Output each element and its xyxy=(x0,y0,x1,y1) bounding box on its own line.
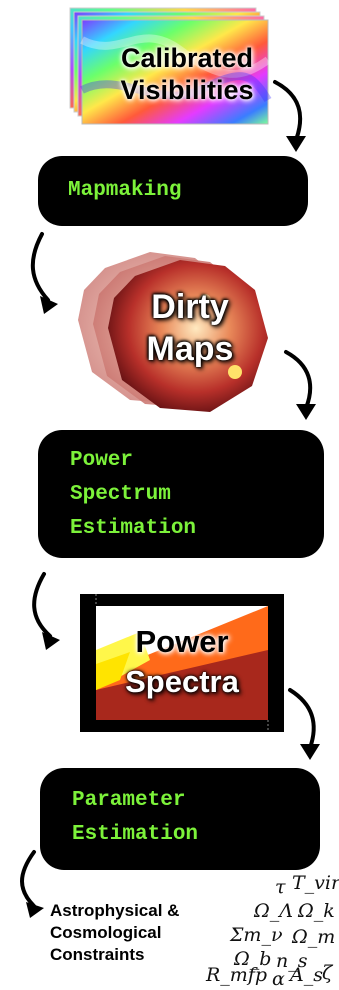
power-spectrum-estimation-line-1: Power xyxy=(70,449,134,472)
calibrated-visibilities-label: Calibrated Visibilities xyxy=(92,42,282,106)
arrow-dirty-maps-to-spectrum-estimation xyxy=(284,350,313,410)
param-zeta: ζ xyxy=(322,962,333,984)
arrowhead-2 xyxy=(40,296,58,314)
param-tau: τ xyxy=(275,876,286,898)
power-spectra-label: Power Spectra xyxy=(96,622,268,702)
arrowhead-3 xyxy=(296,404,316,420)
param-omega-m: Ω_m xyxy=(292,926,336,948)
power-spectra-line-2: Spectra xyxy=(125,664,239,699)
parameter-estimation-line-2: Estimation xyxy=(72,823,199,846)
arrowhead-5 xyxy=(300,744,320,760)
param-sum-m-nu: Σm_ν xyxy=(230,924,283,946)
param-r-mfp: R_mfp xyxy=(206,964,268,986)
dirty-maps-line-1: Dirty xyxy=(151,288,229,326)
parameter-estimation-box: Parameter Estimation xyxy=(40,768,320,870)
param-t-vir: T_vir xyxy=(292,872,339,894)
arrow-parameter-estimation-to-constraints xyxy=(20,850,36,908)
arrow-visibilities-to-mapmaking xyxy=(273,80,303,142)
param-n-s: n_s xyxy=(276,950,308,972)
param-omega-k: Ω_k xyxy=(298,900,335,922)
power-spectrum-estimation-box: Power Spectrum Estimation xyxy=(38,430,324,558)
dirty-maps-image-stack xyxy=(78,252,268,412)
calibrated-visibilities-line-1: Calibrated xyxy=(120,43,254,73)
arrow-mapmaking-to-dirty-maps xyxy=(30,232,50,302)
constraints-line-1: Astrophysical & xyxy=(50,901,180,920)
constraints-line-2: Cosmological xyxy=(50,923,162,942)
constraints-line-3: Constraints xyxy=(50,945,145,964)
power-spectra-plot xyxy=(80,594,284,732)
arrow-spectra-to-parameter-estimation xyxy=(288,688,316,750)
param-alpha: α xyxy=(272,968,285,990)
constraints-label: Astrophysical & Cosmological Constraints xyxy=(50,900,179,966)
param-omega-lambda: Ω_Λ xyxy=(254,900,293,922)
mapmaking-label: Mapmaking xyxy=(68,179,182,202)
mapmaking-box: Mapmaking xyxy=(38,156,308,226)
arrow-spectrum-estimation-to-spectra xyxy=(32,572,52,638)
calibrated-visibilities-line-2: Visibilities xyxy=(120,75,254,105)
power-spectra-line-1: Power xyxy=(135,624,229,659)
param-a-s: A_s xyxy=(290,964,323,986)
parameter-estimation-line-1: Parameter xyxy=(72,789,186,812)
power-spectrum-estimation-line-2: Spectrum xyxy=(70,483,171,506)
arrowhead-4 xyxy=(42,632,60,650)
dirty-maps-line-2: Maps xyxy=(146,330,234,368)
arrowhead-6 xyxy=(26,902,44,918)
power-spectrum-estimation-line-3: Estimation xyxy=(70,517,197,540)
visibilities-image-stack xyxy=(69,7,272,125)
arrowhead-1 xyxy=(286,136,306,152)
dirty-maps-label: Dirty Maps xyxy=(120,286,260,370)
param-omega-b: Ω_b xyxy=(234,948,272,970)
